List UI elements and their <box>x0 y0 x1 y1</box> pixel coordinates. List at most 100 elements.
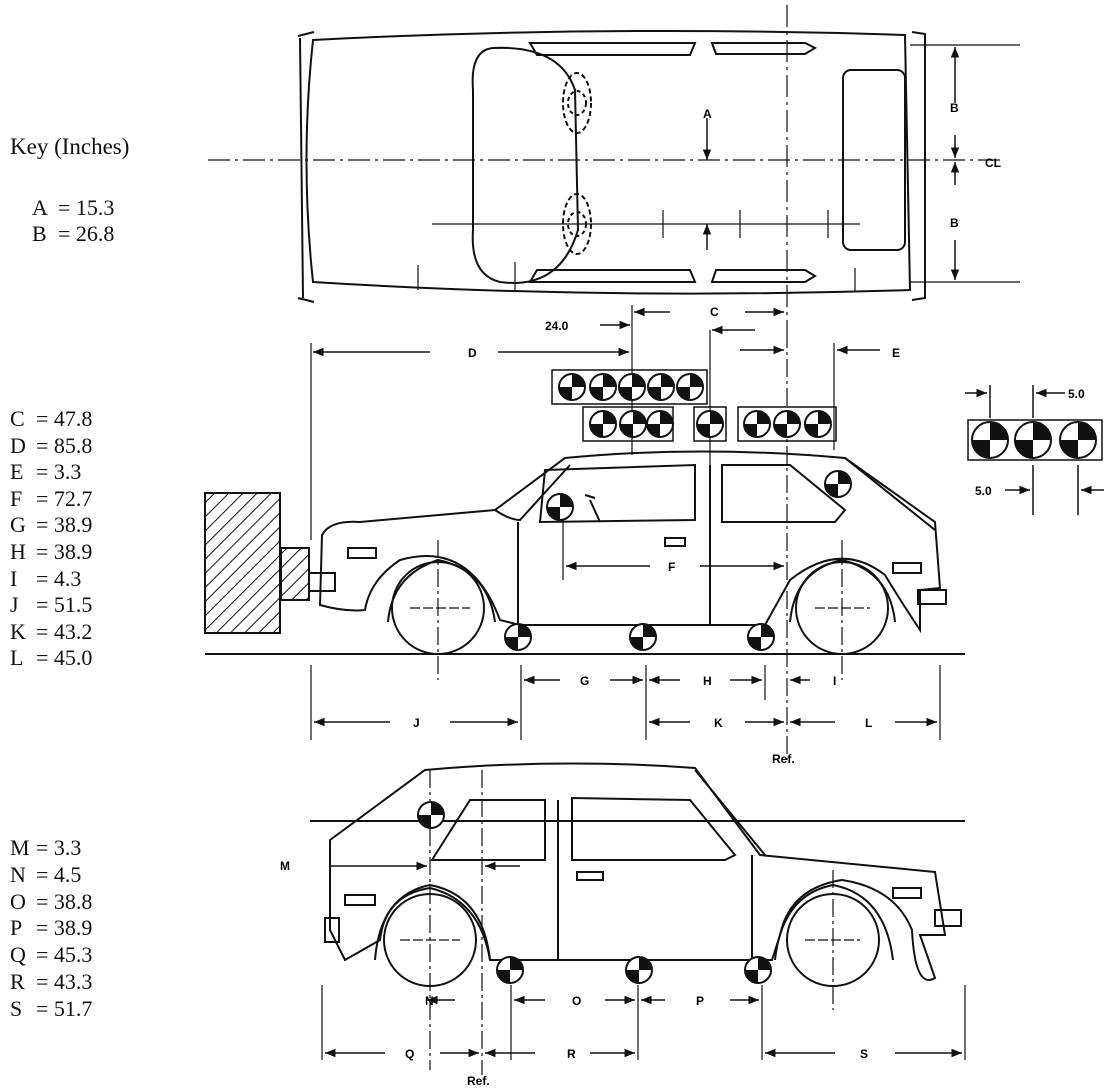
key-letter: J <box>10 592 19 618</box>
target-marker-icon <box>546 493 574 521</box>
key-value: 45.0 <box>53 645 93 671</box>
key-title: Key (Inches) <box>10 134 130 159</box>
key-letter: R <box>10 969 25 994</box>
side-view-lower <box>310 762 966 1075</box>
key-value: 72.7 <box>53 485 93 511</box>
label-f: F <box>668 560 675 574</box>
key-row-k: K= 43.2 <box>10 618 93 644</box>
target-marker-icon <box>629 623 657 651</box>
key-letter: C <box>10 406 25 431</box>
target-marker-icon <box>676 373 704 401</box>
key-row-d: D= 85.8 <box>10 432 93 458</box>
label-i: I <box>833 674 836 688</box>
target-frame <box>693 406 727 442</box>
top-view <box>208 5 1020 330</box>
target-marker-icon <box>1059 421 1097 459</box>
key-value: 4.5 <box>53 861 82 887</box>
target-marker-icon <box>589 410 617 438</box>
target-marker-icon <box>417 801 445 829</box>
label-detail-bottom: 5.0 <box>975 484 992 498</box>
key-value: 3.3 <box>53 459 82 485</box>
key-value: 51.7 <box>53 995 93 1021</box>
key-row-b: B= 26.8 <box>32 221 115 246</box>
label-h: H <box>703 674 712 688</box>
label-g: G <box>580 674 589 688</box>
key-value: 38.9 <box>53 539 93 564</box>
target-marker-icon <box>646 410 674 438</box>
key-letter: S <box>10 995 23 1021</box>
target-spacing-detail <box>965 385 1104 515</box>
key-value: 43.3 <box>53 969 93 994</box>
key-value: 38.9 <box>53 512 93 538</box>
label-s: S <box>860 1047 868 1061</box>
key-row-i: I= 4.3 <box>10 565 82 591</box>
key-value: 38.8 <box>53 888 93 914</box>
key-letter: P <box>10 915 23 941</box>
target-marker-icon <box>619 410 647 438</box>
target-marker-icon <box>625 956 653 984</box>
key-letter: O <box>10 888 26 914</box>
key-letter: L <box>10 645 24 671</box>
label-m: M <box>280 859 290 873</box>
key-row-m: M= 3.3 <box>10 835 82 860</box>
accelerometer-targets-upper <box>504 369 852 651</box>
key-letter: B <box>32 221 47 246</box>
key-value: 51.5 <box>53 592 93 618</box>
key-letter: A <box>32 195 48 220</box>
key-letter: D <box>10 432 26 458</box>
target-marker-icon <box>744 956 772 984</box>
key-value: 15.3 <box>75 195 115 220</box>
key-letter: M <box>10 835 30 860</box>
key-row-q: Q= 45.3 <box>10 942 93 968</box>
label-q: Q <box>405 1047 414 1061</box>
key-row-l: L= 45.0 <box>10 645 93 671</box>
key-row-c: C= 47.8 <box>10 406 93 431</box>
target-marker-icon <box>971 421 1009 459</box>
target-marker-icon <box>696 410 724 438</box>
key-row-r: R= 43.3 <box>10 969 93 994</box>
key-letter: E <box>10 459 24 485</box>
key-row-e: E= 3.3 <box>10 459 82 485</box>
label-p: P <box>696 994 704 1008</box>
key-value: 3.3 <box>53 835 82 860</box>
target-marker-icon <box>804 410 832 438</box>
key-value: 4.3 <box>53 565 82 591</box>
target-marker-icon <box>558 373 586 401</box>
key-row-f: F= 72.7 <box>10 485 93 511</box>
target-marker-icon <box>496 956 524 984</box>
label-e: E <box>892 346 900 360</box>
key-row-n: N= 4.5 <box>10 861 82 887</box>
side-view-upper <box>204 305 965 760</box>
target-marker-icon <box>747 623 775 651</box>
key-row-s: S= 51.7 <box>10 995 93 1021</box>
label-o: O <box>572 994 581 1008</box>
key-row-h: H= 38.9 <box>10 539 93 564</box>
label-k: K <box>714 716 723 730</box>
label-d: D <box>468 346 477 360</box>
key-letter: I <box>10 565 18 591</box>
label-centerline: CL <box>985 156 1001 170</box>
key-row-j: J= 51.5 <box>10 592 93 618</box>
label-a: A <box>703 107 712 121</box>
key-letter: Q <box>10 942 26 968</box>
label-ref-upper: Ref. <box>772 752 795 766</box>
key-row-a: A= 15.3 <box>32 195 115 220</box>
label-n: N <box>425 994 434 1008</box>
key-value: 38.9 <box>53 915 93 941</box>
label-j: J <box>413 716 420 730</box>
label-b-upper: B <box>950 101 959 115</box>
key-row-g: G= 38.9 <box>10 512 93 538</box>
label-b-lower: B <box>950 216 959 230</box>
label-ref-lower: Ref. <box>467 1074 490 1088</box>
key-row-p: P= 38.9 <box>10 915 93 941</box>
target-marker-icon <box>589 373 617 401</box>
key-value: 85.8 <box>53 432 93 458</box>
label-24: 24.0 <box>545 319 569 333</box>
target-marker-icon <box>647 373 675 401</box>
key-value: 26.8 <box>75 221 115 246</box>
target-marker-icon <box>773 410 801 438</box>
key-value: 45.3 <box>53 942 93 968</box>
key-letter: G <box>10 512 26 538</box>
